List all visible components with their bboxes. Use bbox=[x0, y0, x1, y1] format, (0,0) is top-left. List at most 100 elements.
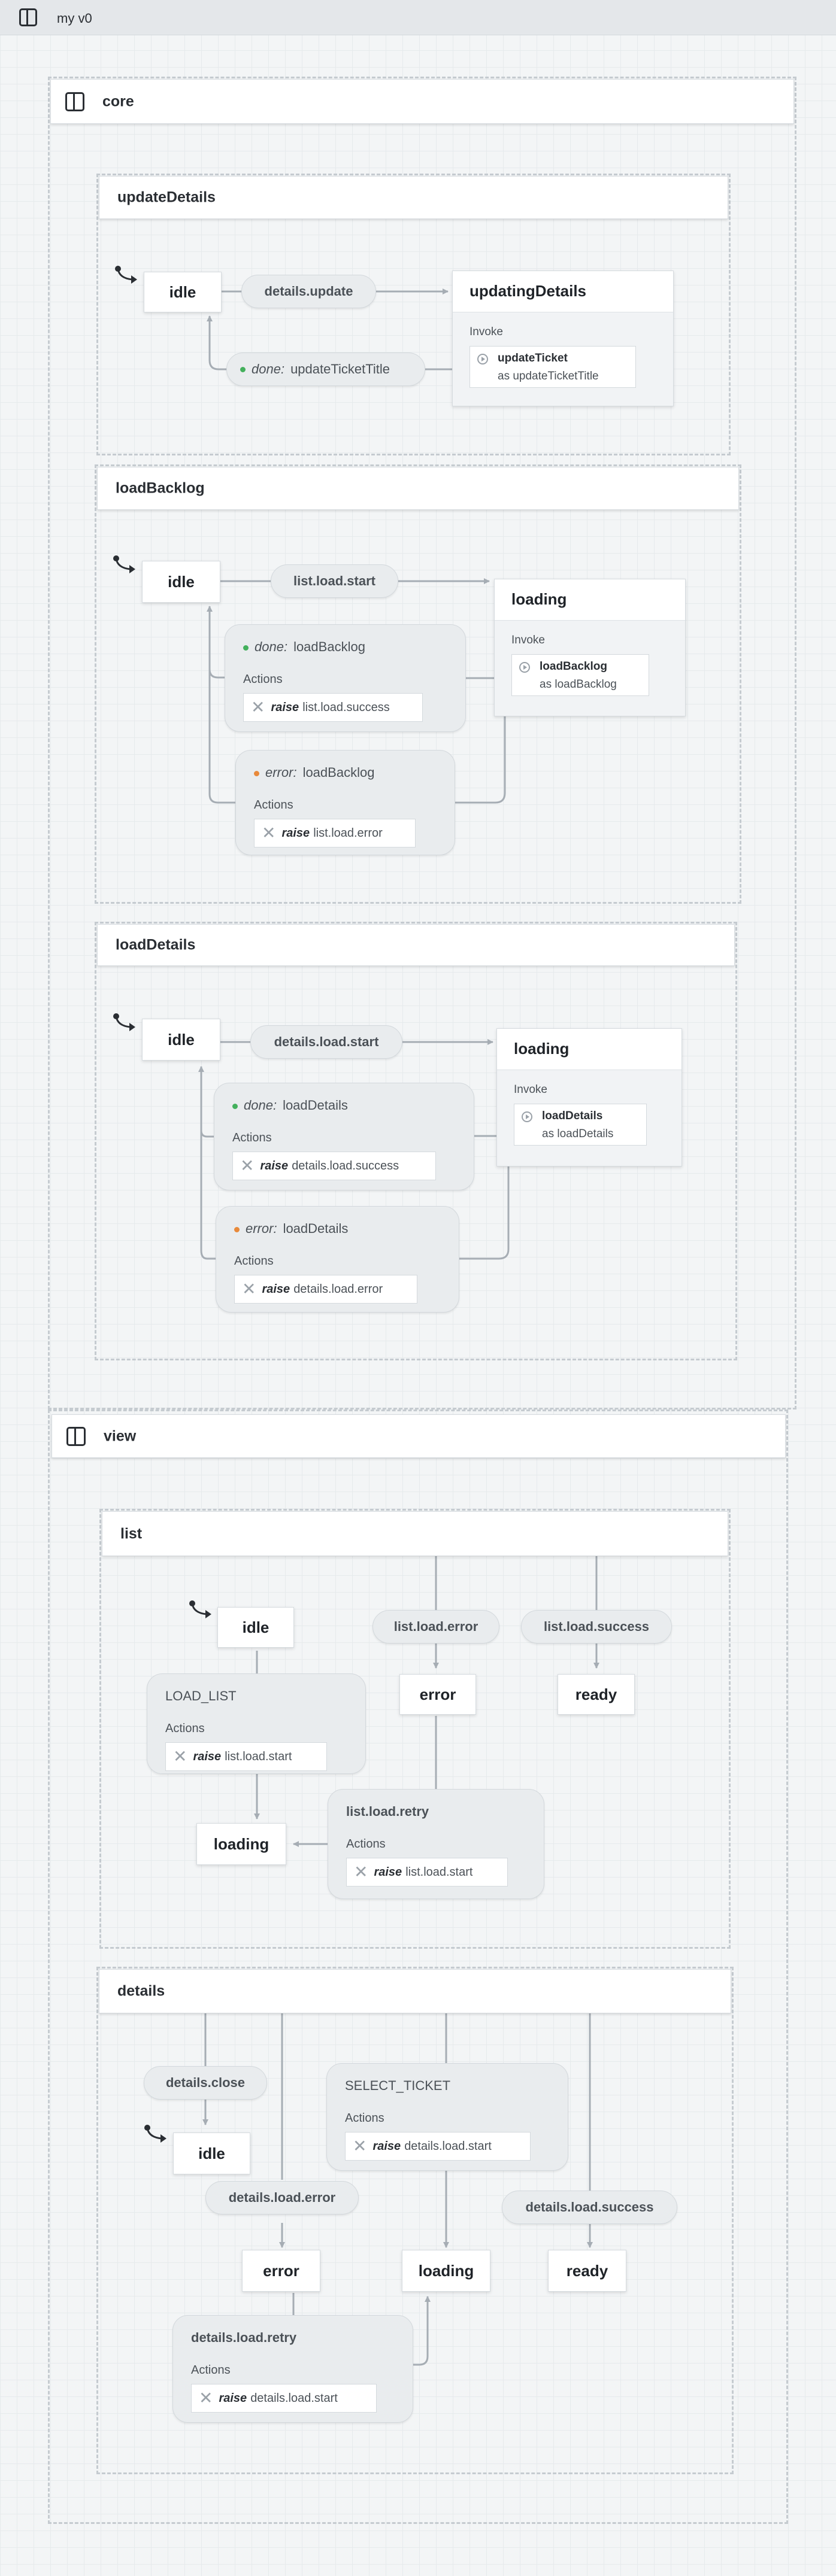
event-list-load-start[interactable]: list.load.start bbox=[271, 564, 398, 598]
state-error[interactable]: error bbox=[242, 2250, 320, 2292]
actions-label: Actions bbox=[234, 1254, 274, 1268]
done-keyword: done: bbox=[252, 362, 285, 376]
event-details-load-start[interactable]: details.load.start bbox=[250, 1025, 402, 1059]
play-circle-icon bbox=[477, 354, 488, 364]
event-title: details.load.retry bbox=[191, 2330, 297, 2345]
list-header[interactable]: list bbox=[102, 1511, 728, 1556]
state-idle[interactable]: idle bbox=[142, 1019, 220, 1061]
raise-keyword: raise bbox=[271, 700, 299, 714]
core-label: core bbox=[102, 93, 134, 110]
done-keyword: done: bbox=[244, 1098, 277, 1113]
load-backlog-header[interactable]: loadBacklog bbox=[97, 467, 739, 510]
list-label: list bbox=[120, 1525, 143, 1542]
invoke-box[interactable]: loadBacklog as loadBacklog bbox=[511, 654, 649, 696]
state-error[interactable]: error bbox=[399, 1674, 476, 1715]
actions-label: Actions bbox=[346, 1837, 386, 1851]
raise-event: list.load.start bbox=[225, 1749, 292, 1763]
panel-layout-icon[interactable] bbox=[66, 1426, 86, 1446]
core-region bbox=[48, 77, 796, 1409]
x-action-icon: ✕ bbox=[242, 1280, 256, 1298]
invoke-as: as loadBacklog bbox=[540, 678, 617, 691]
invoke-box[interactable]: updateTicket as updateTicketTitle bbox=[470, 346, 636, 388]
view-label: view bbox=[104, 1427, 137, 1444]
actions-label: Actions bbox=[254, 798, 293, 812]
x-action-icon: ✕ bbox=[354, 1863, 368, 1881]
state-updating-details[interactable]: updatingDetails Invoke updateTicket as u… bbox=[452, 271, 674, 406]
core-header[interactable]: core bbox=[50, 79, 794, 124]
event-details-load-error[interactable]: details.load.error bbox=[205, 2181, 359, 2214]
event-title: LOAD_LIST bbox=[165, 1688, 237, 1703]
details-region bbox=[96, 1967, 734, 2474]
panel-layout-icon[interactable] bbox=[19, 8, 37, 26]
event-details-load-success[interactable]: details.load.success bbox=[502, 2191, 677, 2224]
details-header[interactable]: details bbox=[99, 1969, 731, 2013]
top-bar: my v0 bbox=[0, 0, 836, 35]
panel-layout-icon[interactable] bbox=[65, 92, 84, 111]
raise-keyword: raise bbox=[262, 1282, 290, 1296]
x-action-icon: ✕ bbox=[173, 1747, 187, 1766]
state-loading[interactable]: loading Invoke loadDetails as loadDetail… bbox=[496, 1028, 682, 1167]
state-idle[interactable]: idle bbox=[142, 561, 220, 603]
state-ready[interactable]: ready bbox=[558, 1674, 635, 1715]
actions-label: Actions bbox=[345, 2112, 384, 2125]
state-idle[interactable]: idle bbox=[173, 2133, 250, 2174]
load-details-header[interactable]: loadDetails bbox=[97, 924, 735, 966]
x-action-icon: ✕ bbox=[262, 824, 276, 842]
state-loading[interactable]: loading Invoke loadBacklog as loadBacklo… bbox=[494, 579, 686, 716]
done-name: updateTicketTitle bbox=[290, 362, 390, 376]
done-title: done: loadDetails bbox=[232, 1098, 348, 1113]
initial-arrow-icon bbox=[144, 2125, 166, 2143]
play-circle-icon bbox=[519, 662, 530, 673]
raise-keyword: raise bbox=[193, 1749, 222, 1763]
state-loading[interactable]: loading bbox=[402, 2250, 490, 2292]
event-done-update-ticket-title[interactable]: done: updateTicketTitle bbox=[226, 353, 425, 386]
error-name: loadBacklog bbox=[302, 765, 375, 780]
error-title: error:loadDetails bbox=[234, 1221, 348, 1237]
event-list-load-error[interactable]: list.load.error bbox=[372, 1610, 499, 1644]
event-list-load-success[interactable]: list.load.success bbox=[521, 1610, 672, 1644]
state-ready[interactable]: ready bbox=[548, 2250, 626, 2292]
event-details-update[interactable]: details.update bbox=[241, 275, 376, 308]
event-details-close[interactable]: details.close bbox=[144, 2066, 267, 2100]
state-idle[interactable]: idle bbox=[217, 1607, 294, 1648]
state-loading[interactable]: loading bbox=[196, 1823, 286, 1865]
invoke-name: loadBacklog bbox=[540, 660, 607, 673]
invoke-box[interactable]: loadDetails as loadDetails bbox=[514, 1104, 647, 1146]
update-details-header[interactable]: updateDetails bbox=[99, 176, 728, 219]
list-region bbox=[99, 1509, 731, 1949]
initial-arrow-icon bbox=[113, 555, 135, 573]
view-region bbox=[48, 1409, 788, 2524]
invoke-section: Invoke loadBacklog as loadBacklog bbox=[495, 620, 685, 716]
view-header[interactable]: view bbox=[52, 1414, 786, 1458]
invoke-section: Invoke loadDetails as loadDetails bbox=[497, 1070, 681, 1166]
done-dot-icon bbox=[232, 1103, 238, 1109]
raise-event: list.load.error bbox=[313, 826, 383, 840]
error-keyword: error: bbox=[246, 1221, 277, 1236]
invoke-section: Invoke updateTicket as updateTicketTitle bbox=[453, 312, 673, 406]
load-details-region bbox=[95, 922, 737, 1360]
state-idle[interactable]: idle bbox=[144, 272, 222, 312]
initial-arrow-icon bbox=[189, 1600, 211, 1618]
raise-keyword: raise bbox=[372, 2139, 401, 2153]
invoke-name: updateTicket bbox=[498, 352, 568, 364]
initial-arrow-icon bbox=[113, 1013, 135, 1031]
done-name: loadDetails bbox=[283, 1098, 348, 1113]
x-action-icon: ✕ bbox=[199, 2389, 213, 2407]
raise-keyword: raise bbox=[260, 1159, 289, 1172]
